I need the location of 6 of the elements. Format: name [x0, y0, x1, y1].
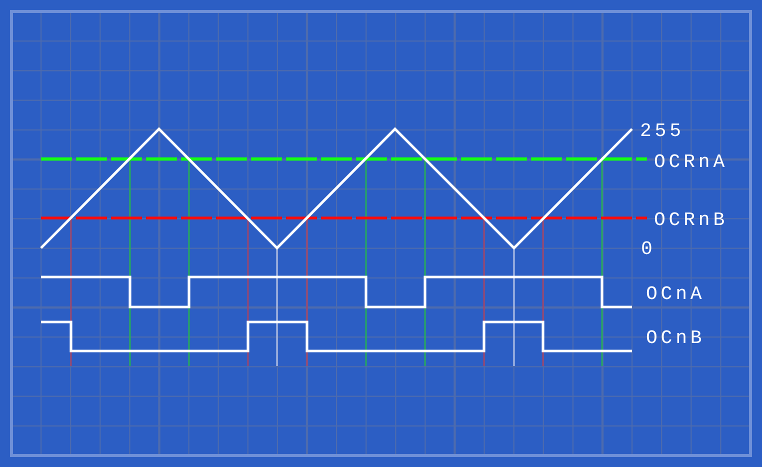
level-label: OCRnB — [654, 211, 728, 230]
signal-label: OCnA — [646, 285, 706, 304]
level-label: OCRnA — [654, 153, 728, 172]
signal-label: OCnB — [646, 329, 706, 348]
value-label: 0 — [641, 240, 656, 259]
value-label: 255 — [640, 122, 684, 141]
